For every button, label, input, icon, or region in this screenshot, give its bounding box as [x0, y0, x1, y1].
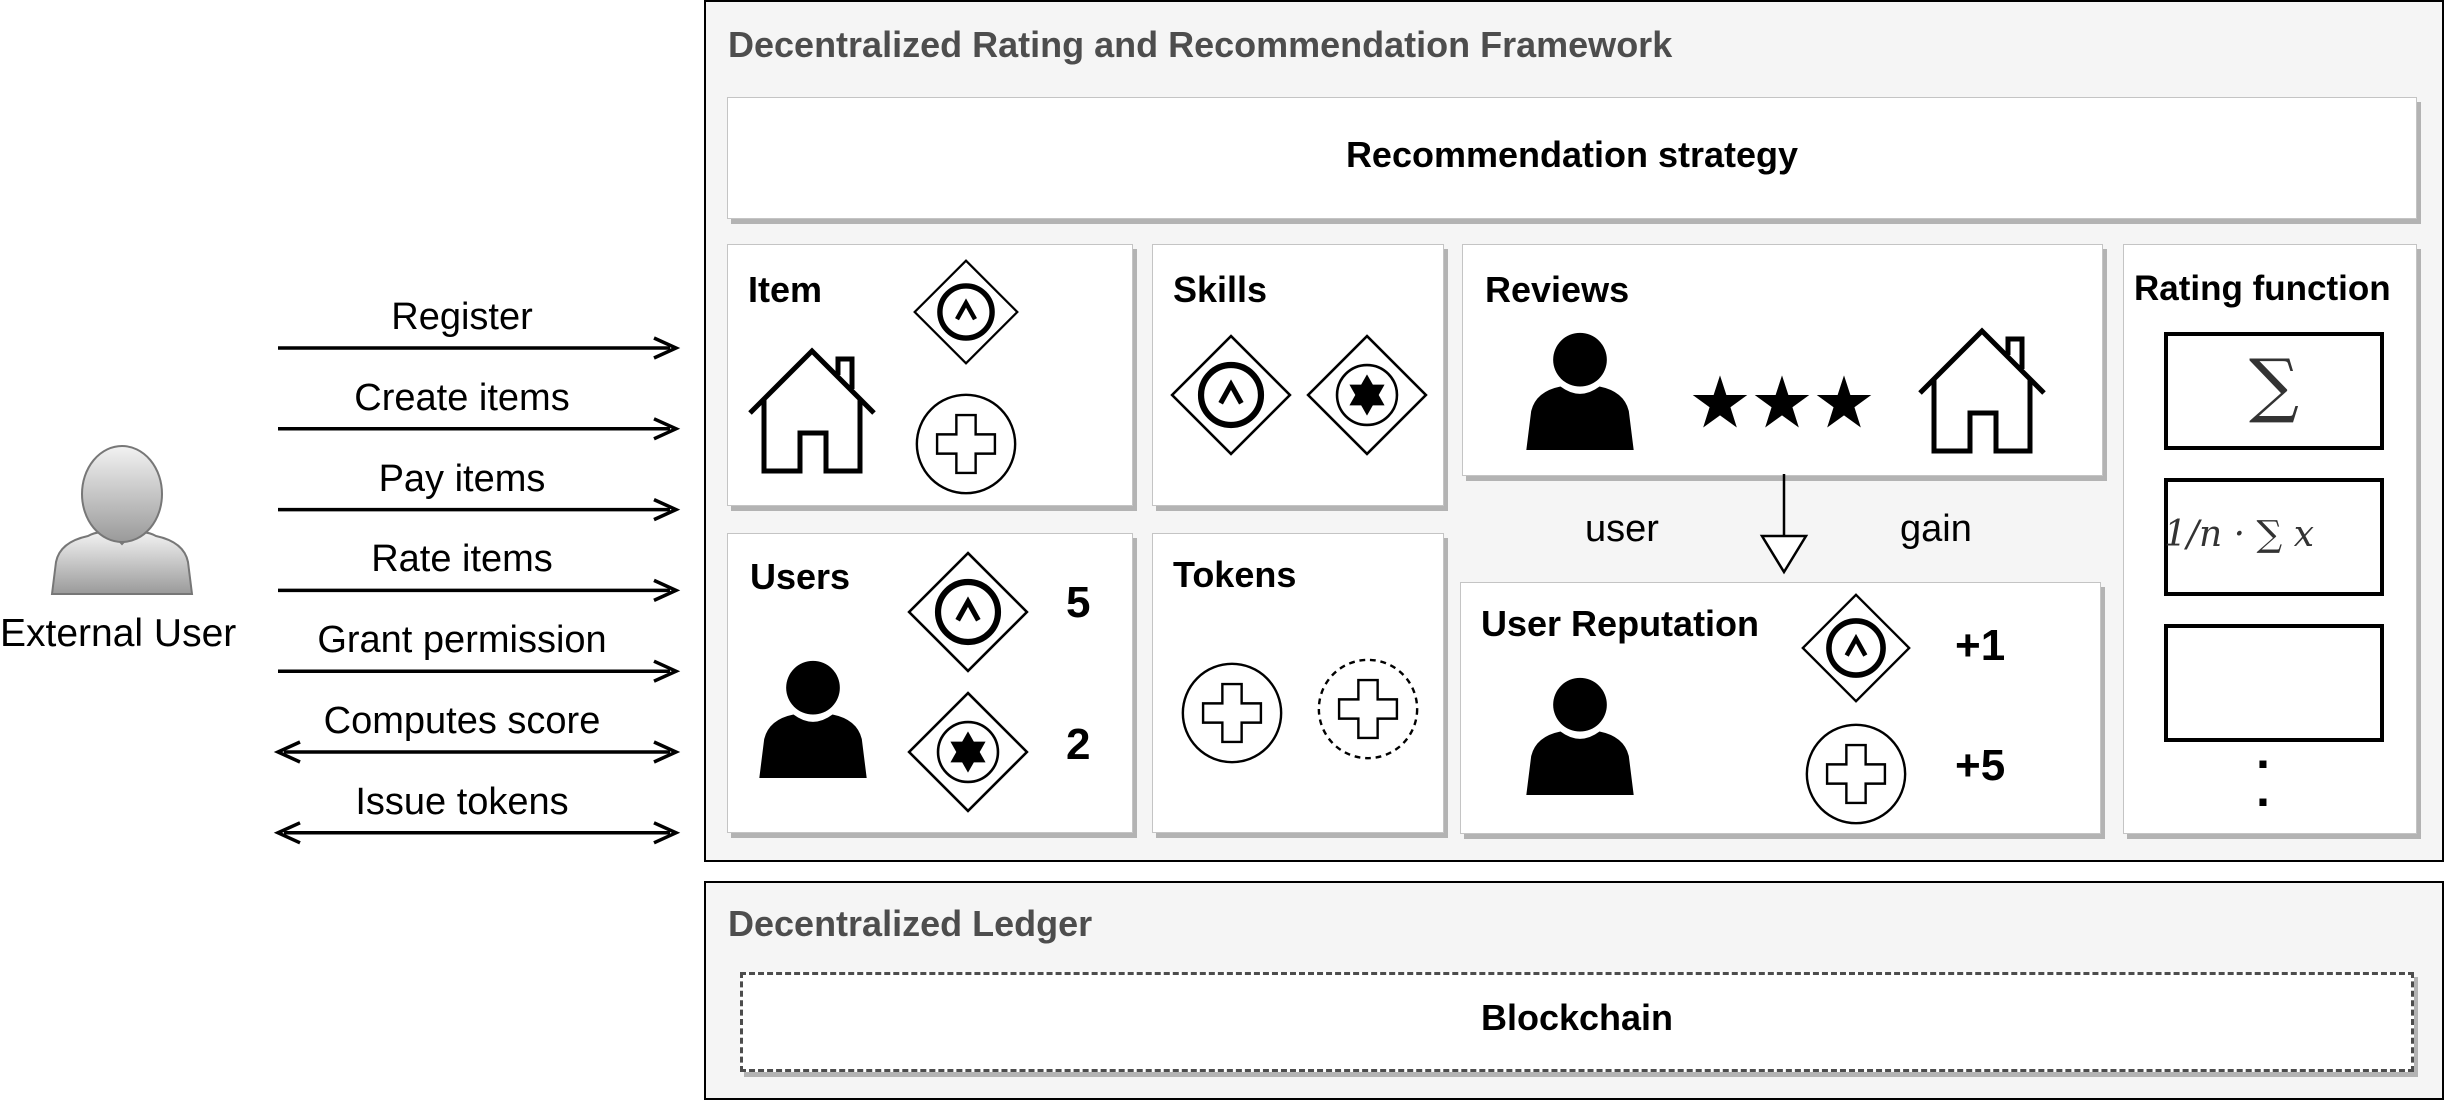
recommendation-strategy-label: Recommendation strategy: [1345, 134, 1799, 175]
flow-label-user: user: [1585, 508, 1659, 550]
item-card: Item: [727, 244, 1133, 506]
skill-circle-caret-icon: [1800, 592, 1912, 704]
action-label: Create items: [354, 376, 570, 419]
action-label: Issue tokens: [355, 780, 569, 823]
house-icon: [748, 345, 878, 475]
user-icon: [752, 656, 874, 778]
ellipsis-dot: ·: [2256, 774, 2273, 830]
skills-card: Skills: [1152, 244, 1444, 506]
token-plus-icon: [913, 391, 1019, 497]
action-arrows: [273, 336, 681, 845]
user-icon: [1519, 328, 1641, 450]
skill-circle-caret-icon: [906, 550, 1030, 674]
users-title: Users: [750, 556, 851, 597]
action-arrow: [273, 740, 681, 764]
item-title: Item: [748, 269, 823, 310]
reviews-title: Reviews: [1485, 269, 1630, 310]
blockchain-box: Blockchain: [740, 972, 2414, 1072]
ellipsis-dot: ·: [2256, 736, 2273, 792]
users-card: Users 5 2: [727, 533, 1133, 833]
star-icon: [1691, 373, 1749, 431]
action-label: Rate items: [371, 538, 553, 581]
action-label: Register: [391, 296, 533, 338]
ledger-title: Decentralized Ledger: [728, 903, 1093, 944]
user-reputation-card: User Reputation +1 +5: [1460, 582, 2101, 834]
token-plus-icon: [1803, 721, 1909, 827]
action-arrow: [278, 578, 681, 602]
action-arrow: [273, 821, 681, 845]
mean-function-formula: 1/n · ∑ x: [2164, 514, 2314, 555]
action-arrow: [278, 336, 681, 360]
sum-function-formula: ∑: [2249, 344, 2299, 426]
pending-token-plus-icon: [1315, 656, 1421, 762]
skill-star-icon: [906, 690, 1030, 814]
framework-title: Decentralized Rating and Recommendation …: [728, 24, 1673, 65]
skill-circle-caret-icon: [1169, 333, 1293, 457]
mean-function-box: 1/n · ∑ x: [2164, 478, 2384, 596]
user-icon: [1519, 673, 1641, 795]
action-arrow: [278, 498, 681, 522]
tokens-card: Tokens: [1152, 533, 1444, 833]
external-user-label: External User: [0, 612, 237, 655]
skill-circle-caret-icon: [912, 258, 1020, 366]
house-icon: [1918, 325, 2048, 455]
rating-function-card: Rating function ∑ 1/n · ∑ x · ·: [2123, 244, 2417, 834]
custom-function-box: [2164, 624, 2384, 742]
reviews-card: Reviews: [1462, 244, 2103, 476]
action-arrow: [278, 417, 681, 441]
blockchain-label: Blockchain: [1480, 997, 1674, 1038]
action-label: Grant permission: [317, 619, 607, 662]
flow-label-gain: gain: [1900, 508, 1972, 550]
skill-star-icon: [1305, 333, 1429, 457]
tokens-title: Tokens: [1173, 554, 1297, 595]
rating-function-title: Rating function: [2134, 269, 2391, 308]
users-skill-a-count: 5: [1066, 578, 1091, 627]
user-reputation-title: User Reputation: [1481, 603, 1760, 644]
token-plus-icon: [1179, 660, 1285, 766]
skills-title: Skills: [1173, 269, 1268, 310]
down-arrow: [1759, 474, 1809, 575]
reputation-skill-gain: +1: [1955, 621, 2006, 670]
star-icon: [1753, 373, 1811, 431]
action-label: Pay items: [378, 457, 546, 500]
users-skill-b-count: 2: [1066, 720, 1091, 769]
action-label: Computes score: [323, 700, 601, 742]
sum-function-box: ∑: [2164, 332, 2384, 450]
action-arrow: [278, 659, 681, 683]
recommendation-strategy-card: Recommendation strategy: [727, 97, 2417, 219]
reputation-token-gain: +5: [1955, 741, 2006, 790]
external-user-icon: [50, 445, 194, 595]
star-icon: [1815, 373, 1873, 431]
